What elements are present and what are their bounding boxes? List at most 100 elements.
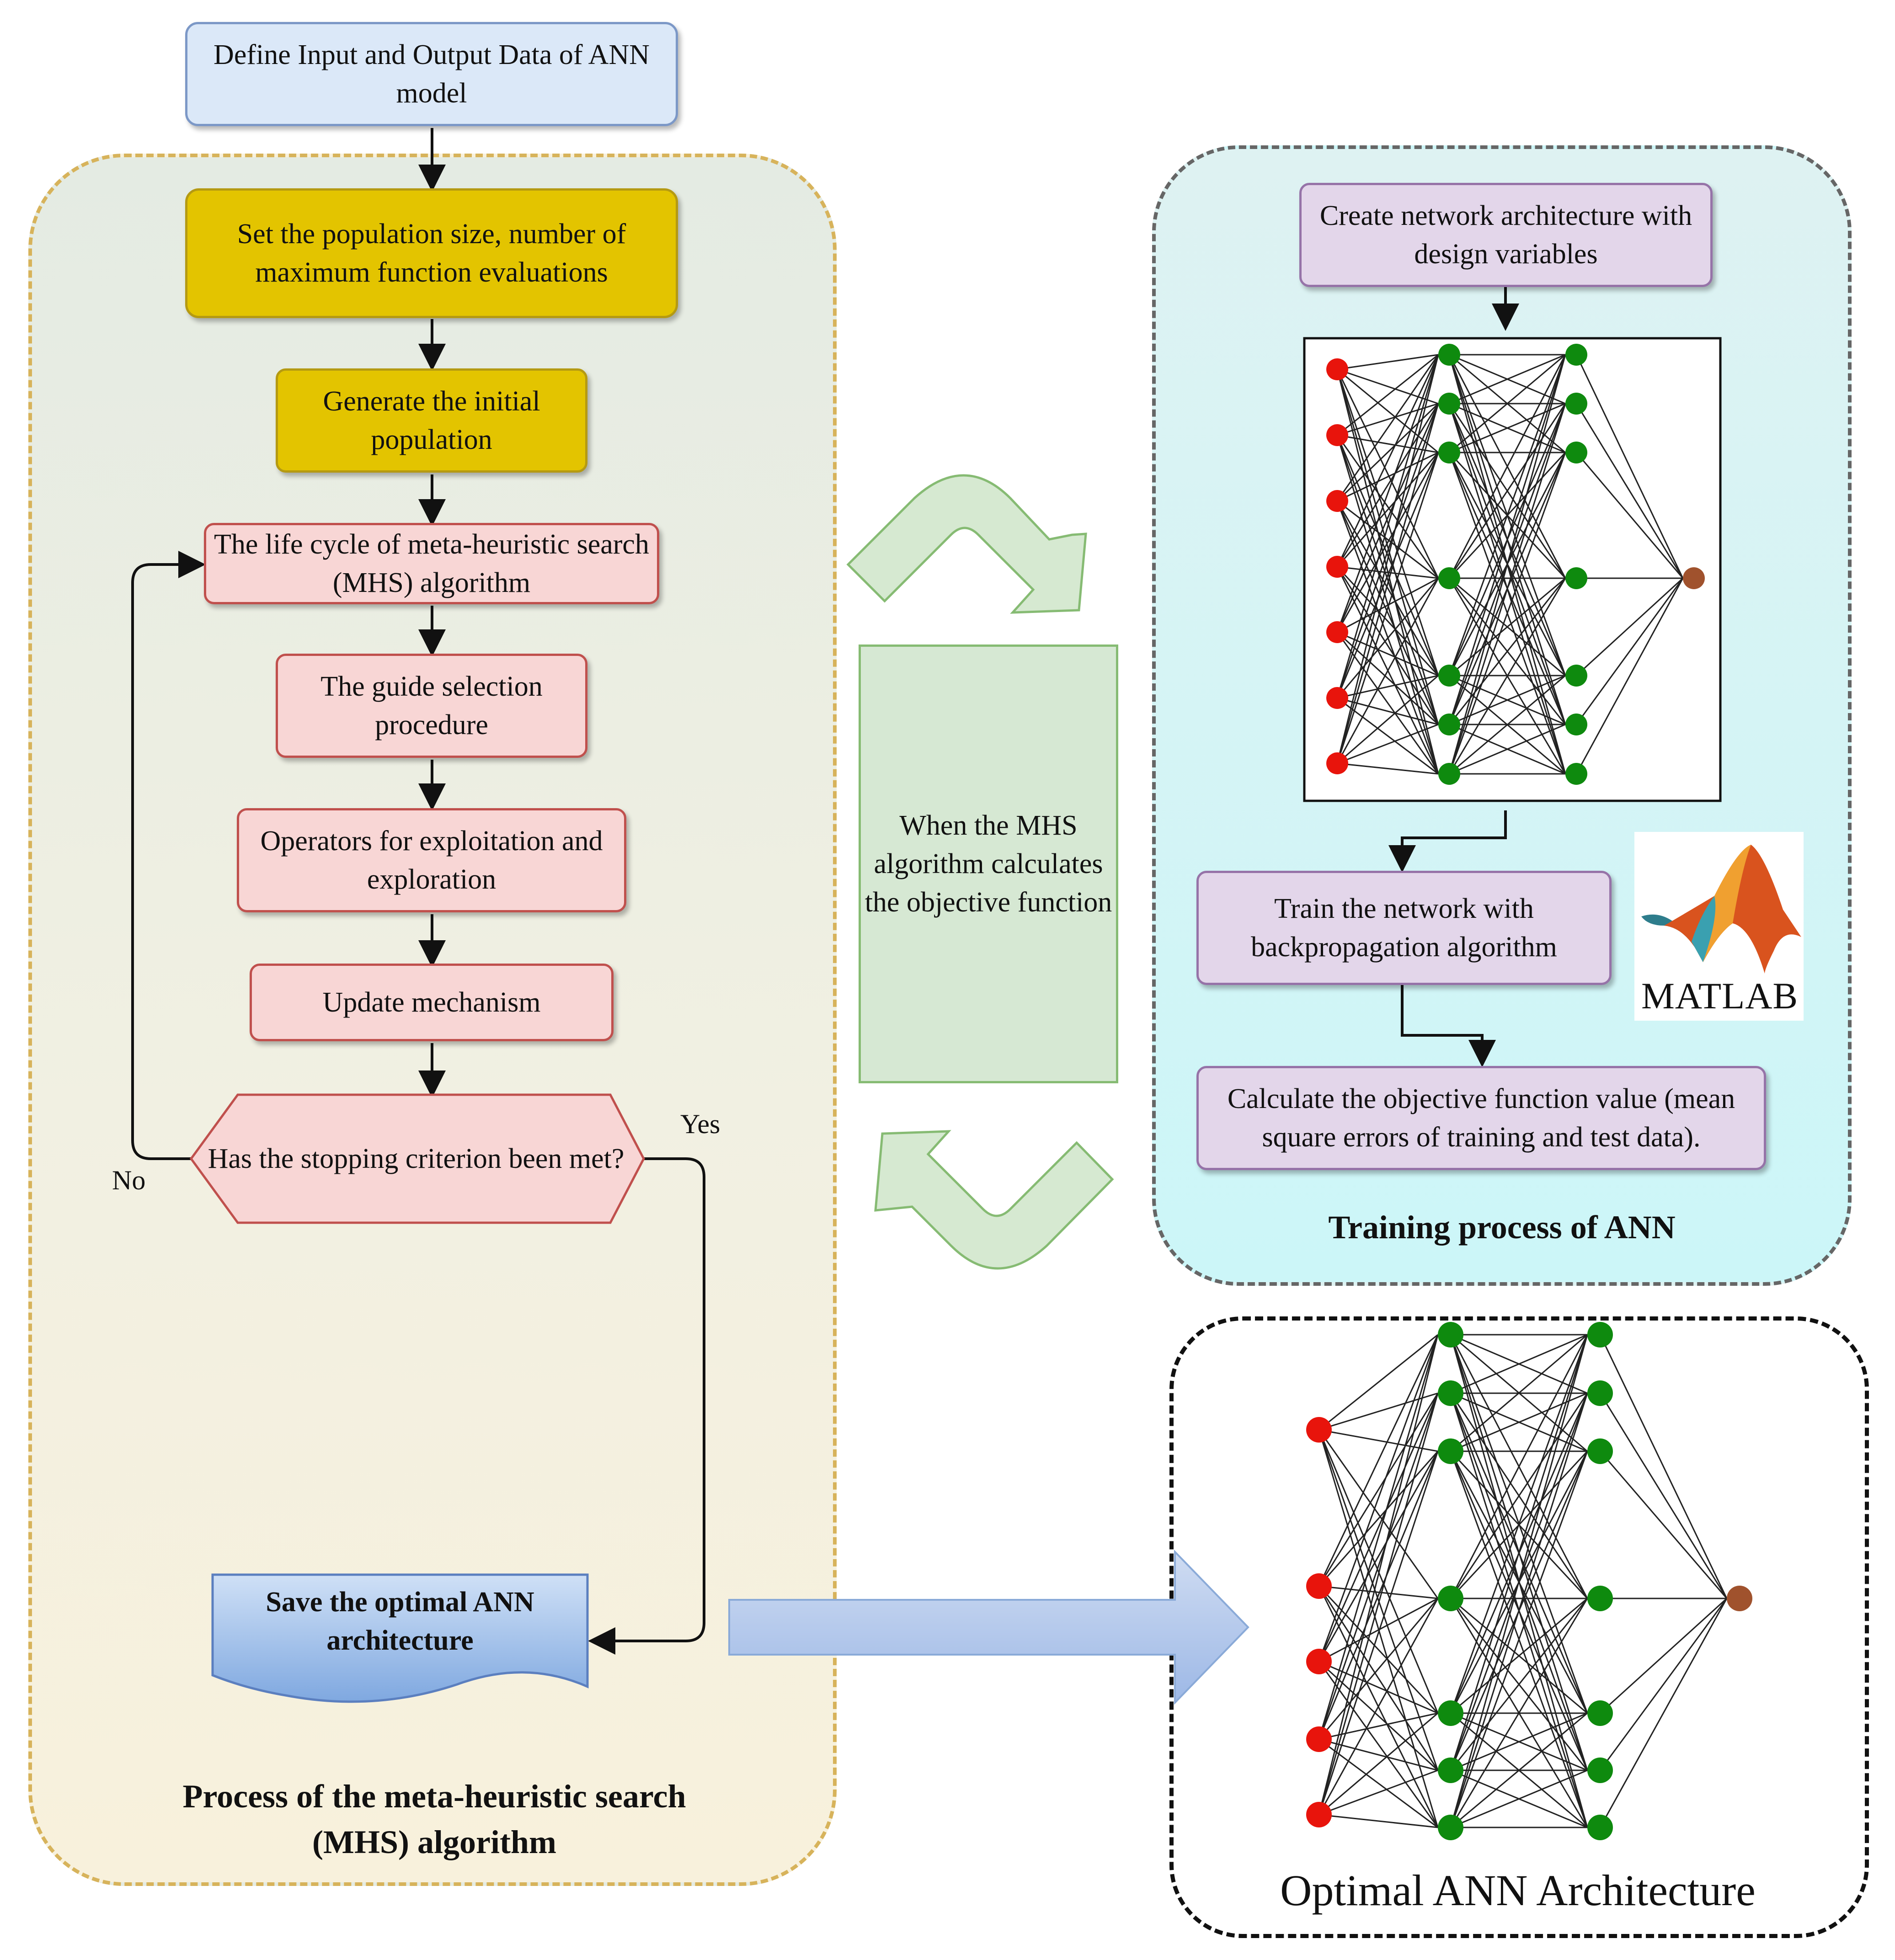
stopping-hexagon-shape <box>189 1093 645 1224</box>
net1-connection <box>1449 354 1566 405</box>
mhs-note-box: When the MHS algorithm calculates the ob… <box>859 644 1118 1083</box>
generate-population-box[interactable]: Generate the initial population <box>276 368 587 473</box>
define-io-box[interactable]: Define Input and Output Data of ANN mode… <box>185 22 678 126</box>
net1-connection <box>1449 577 1566 676</box>
net1-connection <box>1336 369 1439 725</box>
net1-node <box>1438 393 1460 415</box>
update-mechanism-box[interactable]: Update mechanism <box>250 964 614 1041</box>
net2-connection <box>1318 1451 1439 1815</box>
net1-node <box>1565 344 1587 366</box>
define-io-text: Define Input and Output Data of ANN mode… <box>214 39 650 109</box>
big-right-arrow-icon <box>728 1550 1249 1705</box>
net1-node <box>1565 763 1587 785</box>
stopping-criterion-box[interactable]: Has the stopping criterion been met? <box>201 1097 631 1220</box>
net1-connection <box>1336 354 1439 501</box>
net2-node <box>1438 1380 1463 1406</box>
net2-connection <box>1318 1334 1439 1662</box>
net1-connection <box>1575 578 1684 725</box>
net1-connection <box>1336 452 1439 698</box>
net1-node <box>1326 556 1348 578</box>
net1-connection <box>1448 452 1566 774</box>
guide-selection-box[interactable]: The guide selection procedure <box>276 654 587 758</box>
train-network-box[interactable]: Train the network with backpropagation a… <box>1196 871 1612 985</box>
net2-connection <box>1318 1598 1439 1740</box>
net1-node <box>1565 714 1587 735</box>
net1-connection <box>1448 354 1566 676</box>
net1-connection <box>1337 354 1439 436</box>
net1-connection <box>1448 403 1566 579</box>
optimal-panel-title: Optimal ANN Architecture <box>1280 1866 1756 1915</box>
life-cycle-box[interactable]: The life cycle of meta-heuristic search … <box>204 523 659 604</box>
net1-connection <box>1337 675 1439 764</box>
net1-connection <box>1337 577 1439 633</box>
net1-connection <box>1336 578 1439 764</box>
set-population-text: Set the population size, number of maxim… <box>237 218 626 288</box>
net2-connection <box>1450 1334 1588 1828</box>
net2-node <box>1438 1438 1463 1464</box>
net1-connection <box>1448 578 1566 725</box>
net1-node <box>1683 567 1705 589</box>
net2-connection <box>1318 1393 1439 1662</box>
net1-connection <box>1336 354 1439 633</box>
net2-node <box>1587 1438 1613 1464</box>
net1-connection <box>1575 577 1684 676</box>
life-cycle-text: The life cycle of meta-heuristic search … <box>214 529 649 598</box>
net1-connection <box>1336 403 1439 633</box>
net2-node <box>1306 1649 1332 1674</box>
net1-node <box>1438 665 1460 687</box>
save-architecture-box[interactable]: Save the optimal ANN architecture <box>215 1578 585 1665</box>
net1-connection <box>1336 403 1439 567</box>
net1-connection <box>1449 675 1566 725</box>
net2-connection <box>1318 1429 1439 1599</box>
net1-connection <box>1449 403 1566 453</box>
net1-node <box>1565 393 1587 415</box>
calculate-objective-box[interactable]: Calculate the objective function value (… <box>1196 1066 1766 1170</box>
net2-connection <box>1318 1393 1439 1815</box>
net2-connection <box>1318 1814 1438 1828</box>
matlab-logo-icon <box>1634 832 1804 1021</box>
net2-node <box>1306 1417 1332 1443</box>
net2-connection <box>1318 1585 1438 1599</box>
net1-connection <box>1337 403 1439 436</box>
net1-connection <box>1337 500 1439 579</box>
net2-connection <box>1450 1598 1588 1771</box>
net2-node <box>1306 1573 1332 1599</box>
net2-connection <box>1318 1392 1438 1431</box>
net1-node <box>1438 567 1460 589</box>
net2-connection <box>1599 1393 1728 1599</box>
net2-connection <box>1450 1334 1588 1714</box>
net1-node <box>1326 490 1348 512</box>
net2-node <box>1438 1322 1463 1348</box>
net2-connection <box>1318 1429 1439 1828</box>
optimal-panel <box>1169 1316 1869 1938</box>
operators-box[interactable]: Operators for exploitation and explorati… <box>237 808 626 912</box>
net2-node <box>1587 1758 1613 1783</box>
set-population-box[interactable]: Set the population size, number of maxim… <box>185 188 678 318</box>
net2-connection <box>1318 1334 1438 1431</box>
net1-connection <box>1449 724 1566 775</box>
net1-connection <box>1448 354 1566 725</box>
net2-connection <box>1450 1451 1588 1828</box>
network-diagram-frame <box>1303 337 1722 802</box>
net2-connection <box>1318 1393 1439 1740</box>
net1-node <box>1438 344 1460 366</box>
net2-connection <box>1599 1334 1728 1599</box>
net1-connection <box>1336 452 1439 633</box>
net2-connection <box>1318 1769 1438 1816</box>
net1-connection <box>1336 369 1439 676</box>
net1-connection <box>1336 369 1439 774</box>
net1-connection <box>1337 434 1439 453</box>
net1-node <box>1565 567 1587 589</box>
net2-connection <box>1318 1598 1439 1815</box>
net2-node <box>1727 1586 1752 1611</box>
guide-selection-text: The guide selection procedure <box>320 671 543 740</box>
net1-connection <box>1336 578 1439 698</box>
net2-connection <box>1450 1334 1588 1599</box>
net2-connection <box>1450 1392 1588 1452</box>
create-network-box[interactable]: Create network architecture with design … <box>1299 183 1713 287</box>
net1-connection <box>1337 452 1439 502</box>
net2-connection <box>1318 1334 1439 1740</box>
yes-label: Yes <box>680 1109 721 1139</box>
train-network-text: Train the network with backpropagation a… <box>1251 893 1557 963</box>
